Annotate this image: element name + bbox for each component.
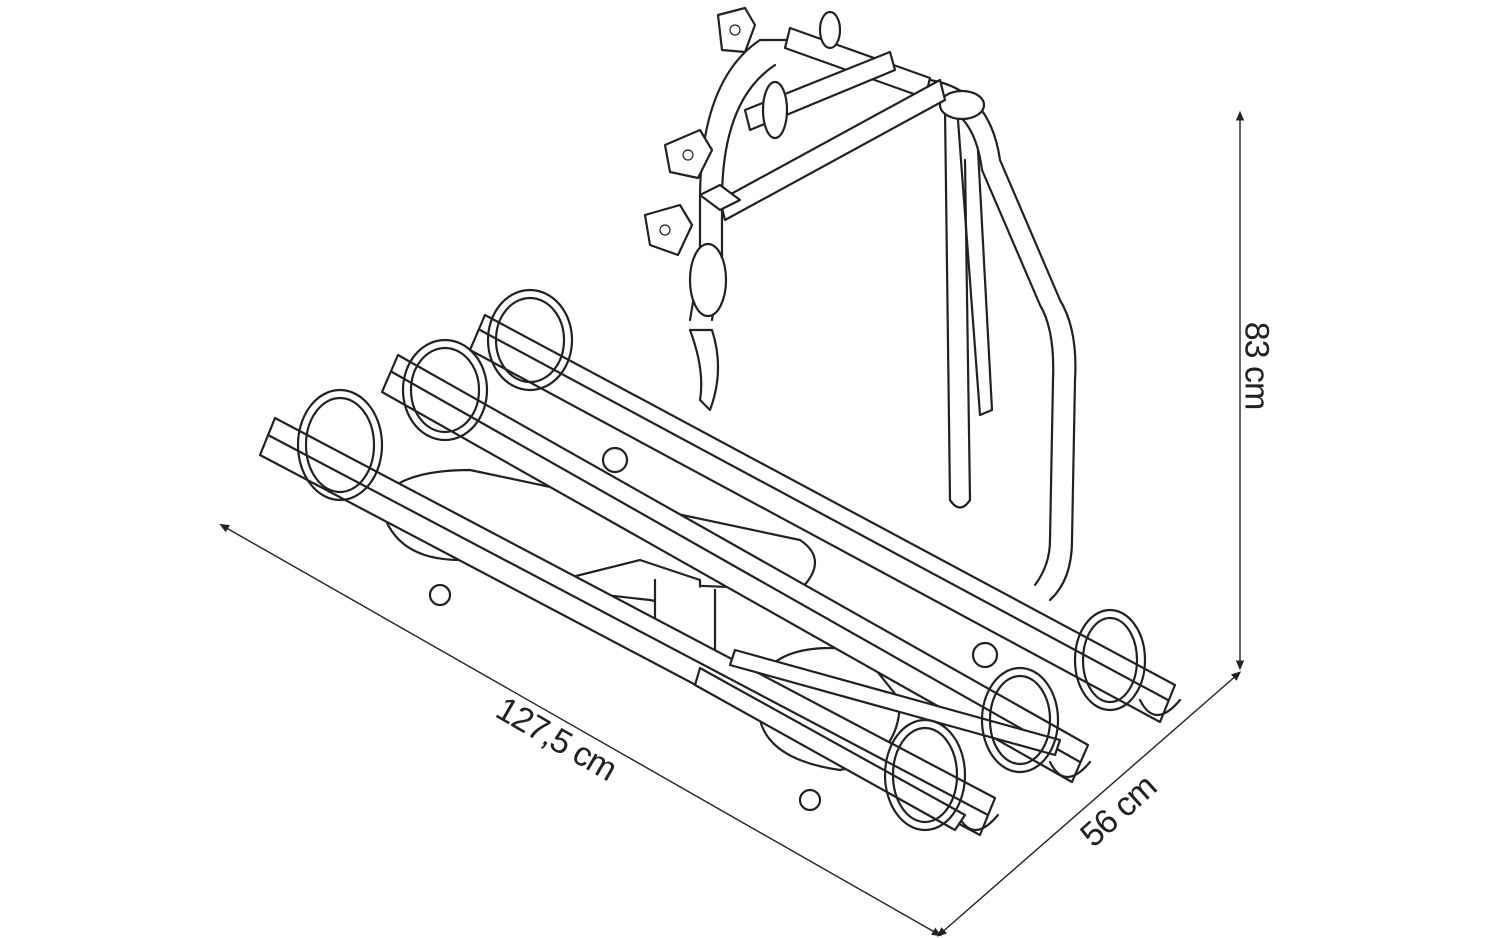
wheel-rail-rear: [468, 313, 1182, 724]
length-dimension-line: [219, 523, 942, 937]
wheel-strap: [486, 288, 574, 392]
lock-icon: [643, 203, 694, 257]
lock-icon: [663, 128, 714, 180]
lock-icon: [716, 6, 757, 54]
wheel-rail-middle: [380, 353, 1092, 784]
wheel-strap: [401, 338, 489, 442]
height-dimension-label: 83 cm: [1237, 321, 1276, 410]
frame-arms: [643, 6, 947, 318]
wheel-strap: [296, 388, 384, 502]
secondary-rails: [693, 648, 1062, 832]
depth-dimension-line: [936, 671, 1242, 937]
upright-frame: [688, 38, 1077, 602]
wheel-strap: [1073, 608, 1147, 712]
wheel-strap: [980, 666, 1060, 774]
wheel-strap: [883, 718, 967, 832]
